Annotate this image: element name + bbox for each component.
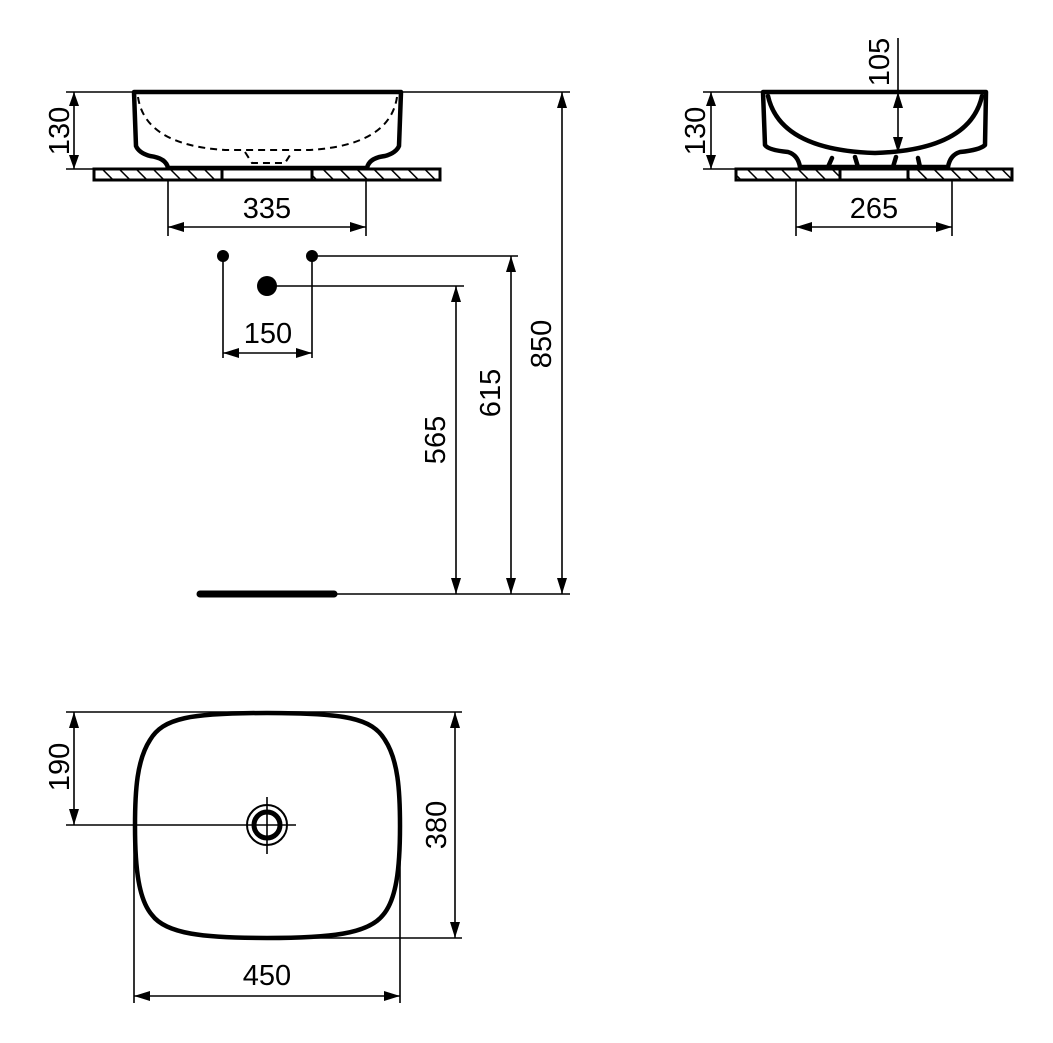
label-bowl-depth: 105 xyxy=(864,38,896,86)
side-view: 130 105 265 xyxy=(680,38,1014,236)
basin-outline-side xyxy=(760,89,989,170)
dim-waste-height: 565 xyxy=(420,286,461,594)
dim-tap-height: 615 xyxy=(475,256,516,594)
countertop-front xyxy=(92,167,442,182)
label-width-plan: 450 xyxy=(243,960,291,992)
label-base-width-front: 335 xyxy=(243,193,291,225)
basin-outline-front xyxy=(131,89,404,171)
dim-overall-height: 850 xyxy=(526,92,567,594)
waste-outlet-plan xyxy=(246,797,288,854)
hidden-bowl-line xyxy=(137,96,398,151)
tap-connections xyxy=(217,250,518,358)
label-basin-height-front: 130 xyxy=(44,107,76,155)
label-waste-offset: 190 xyxy=(44,743,76,791)
countertop-side xyxy=(734,167,1014,182)
label-basin-height-side: 130 xyxy=(680,107,712,155)
feet-detail xyxy=(825,154,923,170)
dim-basin-height-side: 130 xyxy=(680,92,716,169)
dim-depth-plan: 380 xyxy=(421,712,460,938)
dim-waste-offset: 190 xyxy=(44,712,79,825)
label-overall-height: 850 xyxy=(526,320,558,368)
label-waste-height: 565 xyxy=(420,416,452,464)
dim-basin-height-front: 130 xyxy=(44,91,134,170)
dim-tap-spacing: 150 xyxy=(223,318,312,358)
bowl-inner-side xyxy=(765,93,985,156)
dim-base-width-front: 335 xyxy=(167,180,367,236)
plan-view: 190 380 450 xyxy=(44,710,462,1003)
dim-width-plan: 450 xyxy=(134,960,400,1001)
label-tap-height: 615 xyxy=(475,369,507,417)
dim-base-width-side: 265 xyxy=(795,180,953,236)
hidden-waste-line xyxy=(244,151,293,164)
label-depth-plan: 380 xyxy=(421,801,453,849)
label-base-width-side: 265 xyxy=(850,193,898,225)
label-tap-spacing: 150 xyxy=(244,318,292,350)
front-view: 130 335 150 xyxy=(44,89,570,598)
dim-bowl-depth: 105 xyxy=(864,38,903,153)
